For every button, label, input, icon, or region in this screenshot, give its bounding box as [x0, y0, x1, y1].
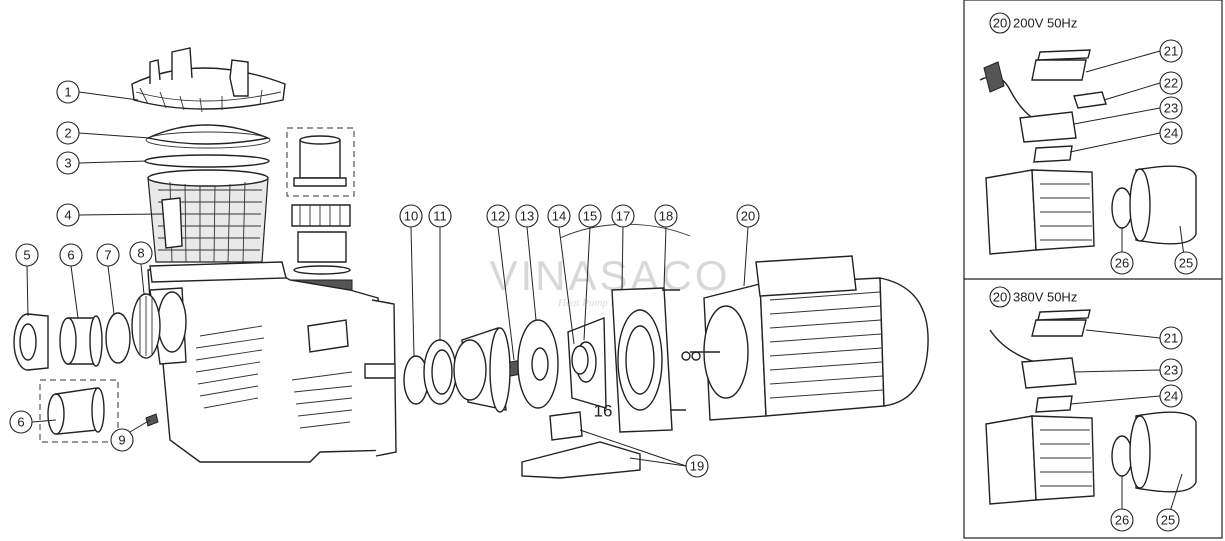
svg-text:7: 7: [104, 248, 111, 263]
svg-text:15: 15: [583, 209, 597, 224]
watermark: VINASACO Heat Pump & Spa Pool: [489, 223, 730, 309]
svg-text:5: 5: [23, 248, 30, 263]
part-basket: [147, 169, 269, 263]
inset-380v-voltage: 380V 50Hz: [1013, 290, 1077, 305]
svg-text:19: 19: [690, 459, 704, 474]
svg-text:4: 4: [64, 208, 71, 223]
part-union-nut: [13, 313, 49, 371]
svg-text:22: 22: [1164, 76, 1178, 91]
part-base-support: [521, 411, 641, 479]
svg-text:9: 9: [118, 433, 125, 448]
svg-text:14: 14: [552, 209, 566, 224]
callout-7: 7: [96, 243, 120, 267]
svg-text:24: 24: [1164, 126, 1178, 141]
part-oring-lid: [144, 154, 270, 168]
callout-5: 5: [15, 243, 39, 267]
svg-text:10: 10: [404, 209, 418, 224]
svg-text:21: 21: [1164, 331, 1178, 346]
part-lid: [131, 47, 286, 113]
part-oring-tailpiece: [105, 312, 131, 364]
inset-200v-ref: 20: [993, 16, 1007, 31]
svg-text:2: 2: [64, 126, 71, 141]
part-adapter-option: [286, 127, 355, 197]
callout-8: 8: [129, 241, 153, 265]
callout-10: 10: [399, 204, 423, 228]
svg-text:23: 23: [1164, 101, 1178, 116]
watermark-brand: VINASACO: [489, 252, 730, 299]
callout-2: 2: [56, 121, 80, 145]
inset-200v-drawing: [979, 49, 1197, 255]
part-motor: [690, 255, 929, 421]
callout-13: 13: [515, 204, 539, 228]
part-diffuser-seal: [423, 339, 457, 405]
callout-6: 6: [59, 243, 83, 267]
svg-text:6: 6: [67, 248, 74, 263]
part-16-label: 16: [594, 402, 613, 421]
callout-26-380v: 26: [1110, 508, 1134, 532]
leader-lines: [26, 91, 749, 467]
svg-text:21: 21: [1164, 44, 1178, 59]
callout-20: 20: [736, 204, 760, 228]
callout-4: 4: [56, 203, 80, 227]
callout-23-200v: 23: [1159, 96, 1183, 120]
part-motor-bracket: [611, 287, 673, 433]
inset-200v-header: 20 200V 50Hz: [989, 12, 1077, 34]
svg-text:24: 24: [1164, 389, 1178, 404]
callout-25-380v: 25: [1156, 508, 1180, 532]
svg-text:13: 13: [520, 209, 534, 224]
callout-9: 9: [110, 428, 134, 452]
svg-text:26: 26: [1115, 256, 1129, 271]
callout-22-200v: 22: [1159, 71, 1183, 95]
part-threaded-port: [131, 293, 161, 359]
part-cover: [145, 124, 271, 149]
callout-14: 14: [547, 204, 571, 228]
svg-text:26: 26: [1115, 513, 1129, 528]
svg-text:12: 12: [491, 209, 505, 224]
part-drain-screw: [145, 413, 159, 427]
inset-380v-header: 20 380V 50Hz: [989, 286, 1077, 308]
part-tailpiece: [59, 315, 103, 367]
svg-text:17: 17: [616, 209, 630, 224]
inset-380v-ref: 20: [993, 290, 1007, 305]
callout-25-200v: 25: [1174, 251, 1198, 275]
callout-26-200v: 26: [1110, 251, 1134, 275]
inset-380v-drawing: [985, 309, 1197, 505]
part-diffuser: [453, 327, 511, 413]
svg-text:11: 11: [433, 209, 447, 224]
svg-text:6: 6: [17, 415, 24, 430]
svg-text:25: 25: [1179, 256, 1193, 271]
callout-12: 12: [486, 204, 510, 228]
svg-text:8: 8: [137, 246, 144, 261]
callout-19: 19: [685, 454, 709, 478]
svg-text:1: 1: [64, 85, 71, 100]
callout-17: 17: [611, 204, 635, 228]
inset-leader-lines: [1069, 50, 1185, 519]
part-impeller: [517, 319, 559, 409]
inset-200v-voltage: 200V 50Hz: [1013, 16, 1077, 31]
svg-text:20: 20: [741, 209, 755, 224]
part-pump-housing: [147, 261, 397, 463]
callout-21-200v: 21: [1159, 39, 1183, 63]
part-bolt-set: [662, 289, 701, 411]
part-tailpiece-option: [39, 379, 119, 443]
callout-1: 1: [56, 80, 80, 104]
callout-3: 3: [56, 151, 80, 175]
callout-23-380v: 23: [1159, 358, 1183, 382]
callout-15: 15: [578, 204, 602, 228]
callout-18: 18: [654, 204, 678, 228]
svg-text:25: 25: [1161, 513, 1175, 528]
part-mechanical-seal: [571, 345, 589, 375]
svg-text:3: 3: [64, 156, 71, 171]
callout-11: 11: [428, 204, 452, 228]
svg-text:18: 18: [659, 209, 673, 224]
callout-6-alt: 6: [9, 410, 33, 434]
callout-24-200v: 24: [1159, 121, 1183, 145]
callout-24-380v: 24: [1159, 384, 1183, 408]
svg-text:23: 23: [1164, 363, 1178, 378]
callout-21-380v: 21: [1159, 326, 1183, 350]
